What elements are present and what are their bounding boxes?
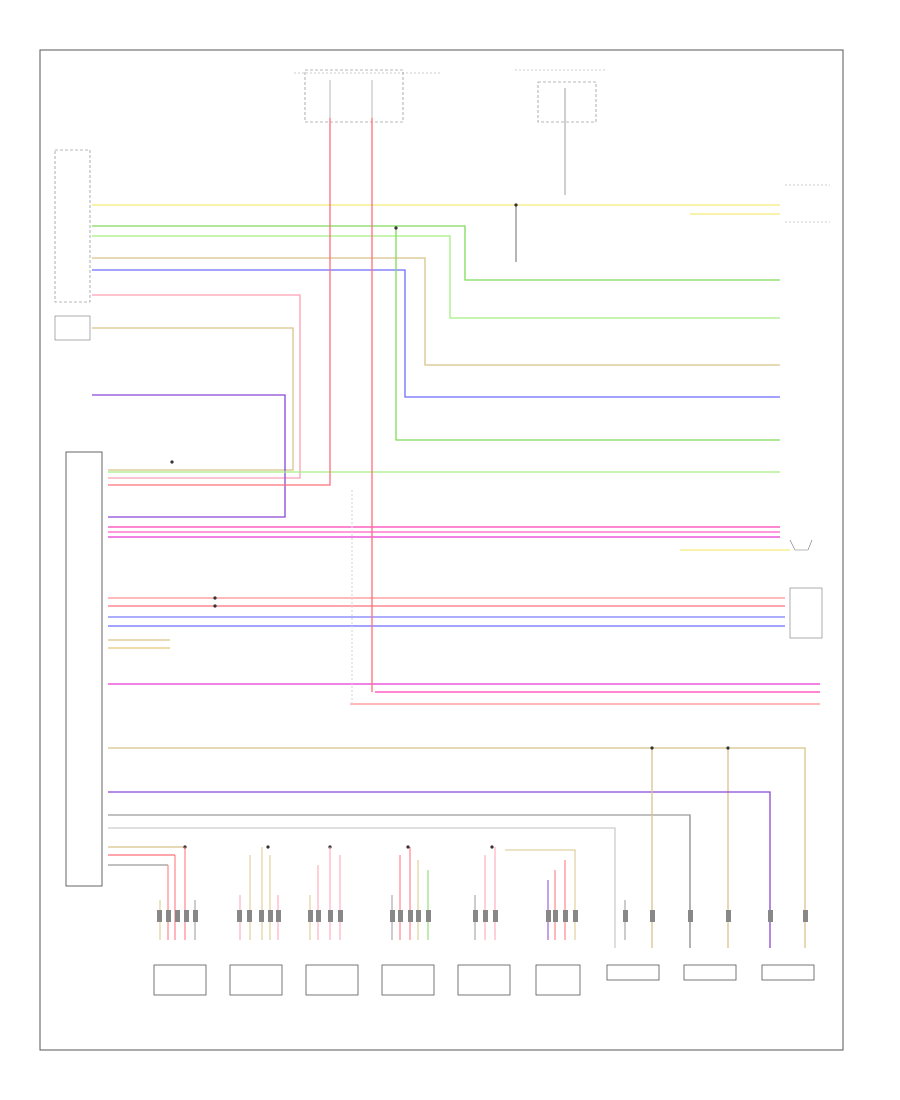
- wire-tan-2: [92, 327, 294, 471]
- fan-control-switch: [54, 149, 91, 303]
- bottom-component-8: [683, 964, 737, 981]
- wire-green-2: [395, 228, 780, 441]
- fuse-block-left: [294, 69, 440, 123]
- wire-tan-vertical-3: [730, 747, 806, 948]
- climate-control-module: [65, 451, 103, 887]
- wire-gray-2: [108, 827, 616, 948]
- bottom-component-9: [761, 964, 815, 981]
- wire-red-vertical-1: [108, 118, 331, 486]
- wire-light-green-1: [92, 235, 780, 319]
- bottom-component-6: [535, 860, 581, 996]
- wires-vertical: [108, 118, 806, 948]
- right-connector-1: [785, 184, 830, 223]
- bottom-component-4: [381, 847, 435, 996]
- splices: [170, 203, 730, 849]
- diagram-frame: [39, 49, 844, 1051]
- bottom-component-1: [153, 847, 207, 996]
- ambient-temp-sensor: [789, 539, 813, 551]
- bottom-component-3: [305, 847, 359, 996]
- wire-purple-2: [108, 791, 771, 948]
- wire-pink-1: [92, 294, 301, 479]
- wire-blue-1: [92, 269, 780, 398]
- wire-green-1: [92, 225, 780, 281]
- pressure-sensor: [789, 587, 823, 639]
- bottom-components: [153, 847, 815, 996]
- wire-purple-1: [92, 394, 286, 518]
- rear-window-defogger: [54, 315, 91, 341]
- wires-horizontal: [92, 204, 820, 948]
- wire-tan-1: [92, 257, 780, 366]
- fuse-block-right: [515, 69, 605, 195]
- connector-row: [157, 910, 808, 922]
